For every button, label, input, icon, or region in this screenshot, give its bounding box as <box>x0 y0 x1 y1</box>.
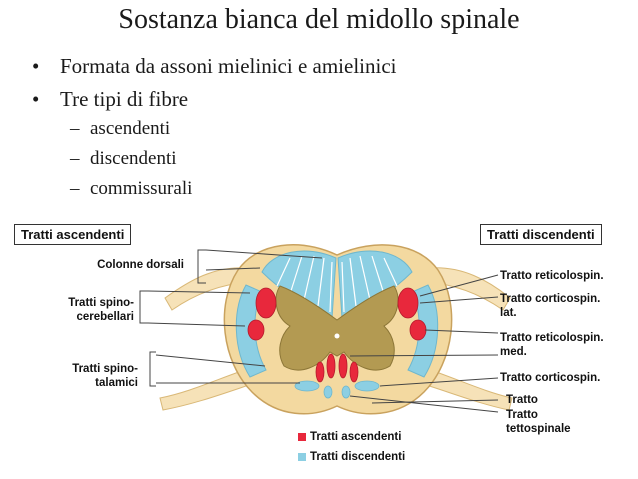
legend-swatch-descending <box>298 453 306 461</box>
central-canal <box>334 333 340 339</box>
header-ascending: Tratti ascendenti <box>14 224 132 245</box>
corticospinal-lat-right <box>409 319 427 341</box>
sub-bullet-text: discendenti <box>90 148 177 169</box>
leader-lines <box>139 249 499 413</box>
bracket-spinothalamic <box>149 351 156 387</box>
bullet-item: • Tre tipi di fibre <box>30 87 397 120</box>
legend-label-descending: Tratti discendenti <box>310 451 406 463</box>
legend-swatch-ascending <box>298 433 306 441</box>
slide-title: Sostanza bianca del midollo spinale <box>118 4 520 35</box>
ventral-left-1 <box>326 353 336 379</box>
label-tratto-2: Tratto <box>506 409 538 421</box>
label-corticospinal-lat-1: Tratto corticospin. <box>500 293 601 305</box>
corticospin-ventral-right <box>354 380 380 392</box>
label-reticulospinal-med-1: Tratto reticolospin. <box>500 332 604 344</box>
ventral-right-2 <box>349 361 359 383</box>
label-dorsal-columns: Colonne dorsali <box>97 259 184 271</box>
sub-bullet-text: commissurali <box>90 178 193 199</box>
ascending-regions <box>247 287 427 383</box>
bullet-item: • Formata da assoni mielinici e amielinic… <box>30 54 397 87</box>
sub-bullet-text: ascendenti <box>90 118 171 139</box>
tectospinal-left <box>323 385 333 399</box>
ventral-right-1 <box>338 353 348 379</box>
label-spinothalamic-1: Tratti spino- <box>72 363 138 375</box>
bullet-text: Tre tipi di fibre <box>60 87 189 111</box>
reticulospinal-lat-right <box>397 287 419 319</box>
nerve-root-right-ventral <box>419 367 513 411</box>
sub-bullet-item: –discendenti <box>70 148 192 178</box>
bullet-glyph: • <box>32 54 40 78</box>
sub-bullet-item: –ascendenti <box>70 118 192 148</box>
dash-glyph: – <box>70 178 80 199</box>
corticospin-ventral-left <box>294 380 320 392</box>
label-corticospinal-lat-2: lat. <box>500 307 517 319</box>
header-descending: Tratti discendenti <box>480 224 602 245</box>
spinocerebellar-left-2 <box>247 319 265 341</box>
bracket-spinocerebellar <box>139 290 148 324</box>
bullet-glyph: • <box>32 87 40 111</box>
spinocerebellar-left-1 <box>255 287 277 319</box>
dash-glyph: – <box>70 148 80 169</box>
legend-label-ascending: Tratti ascendenti <box>310 431 402 443</box>
label-reticulospinal-med-2: med. <box>500 346 527 358</box>
bracket-dorsal <box>197 249 206 284</box>
bullet-text: Formata da assoni mielinici e amielinici <box>60 54 397 78</box>
label-spinocerebellar-2: cerebellari <box>76 311 134 323</box>
label-spinothalamic-2: talamici <box>95 377 138 389</box>
dorsal-striations <box>276 255 398 313</box>
bullet-list: • Formata da assoni mielinici e amielinic… <box>30 54 397 120</box>
tectospinal-right <box>341 385 351 399</box>
ventral-left-2 <box>315 361 325 383</box>
label-reticulospinal-lat: Tratto reticolospin. <box>500 270 604 282</box>
ventral-descending <box>294 380 380 399</box>
label-tratto-1: Tratto <box>506 394 538 406</box>
nerve-root-left-ventral <box>159 367 256 411</box>
gray-matter <box>275 285 399 371</box>
dash-glyph: – <box>70 118 80 139</box>
sub-bullet-item: –commissurali <box>70 178 192 208</box>
sub-bullet-list: –ascendenti –discendenti –commissurali <box>70 118 192 208</box>
label-tettospinale: tettospinale <box>506 423 571 435</box>
label-corticospinal: Tratto corticospin. <box>500 372 601 384</box>
label-spinocerebellar-1: Tratti spino- <box>68 297 134 309</box>
